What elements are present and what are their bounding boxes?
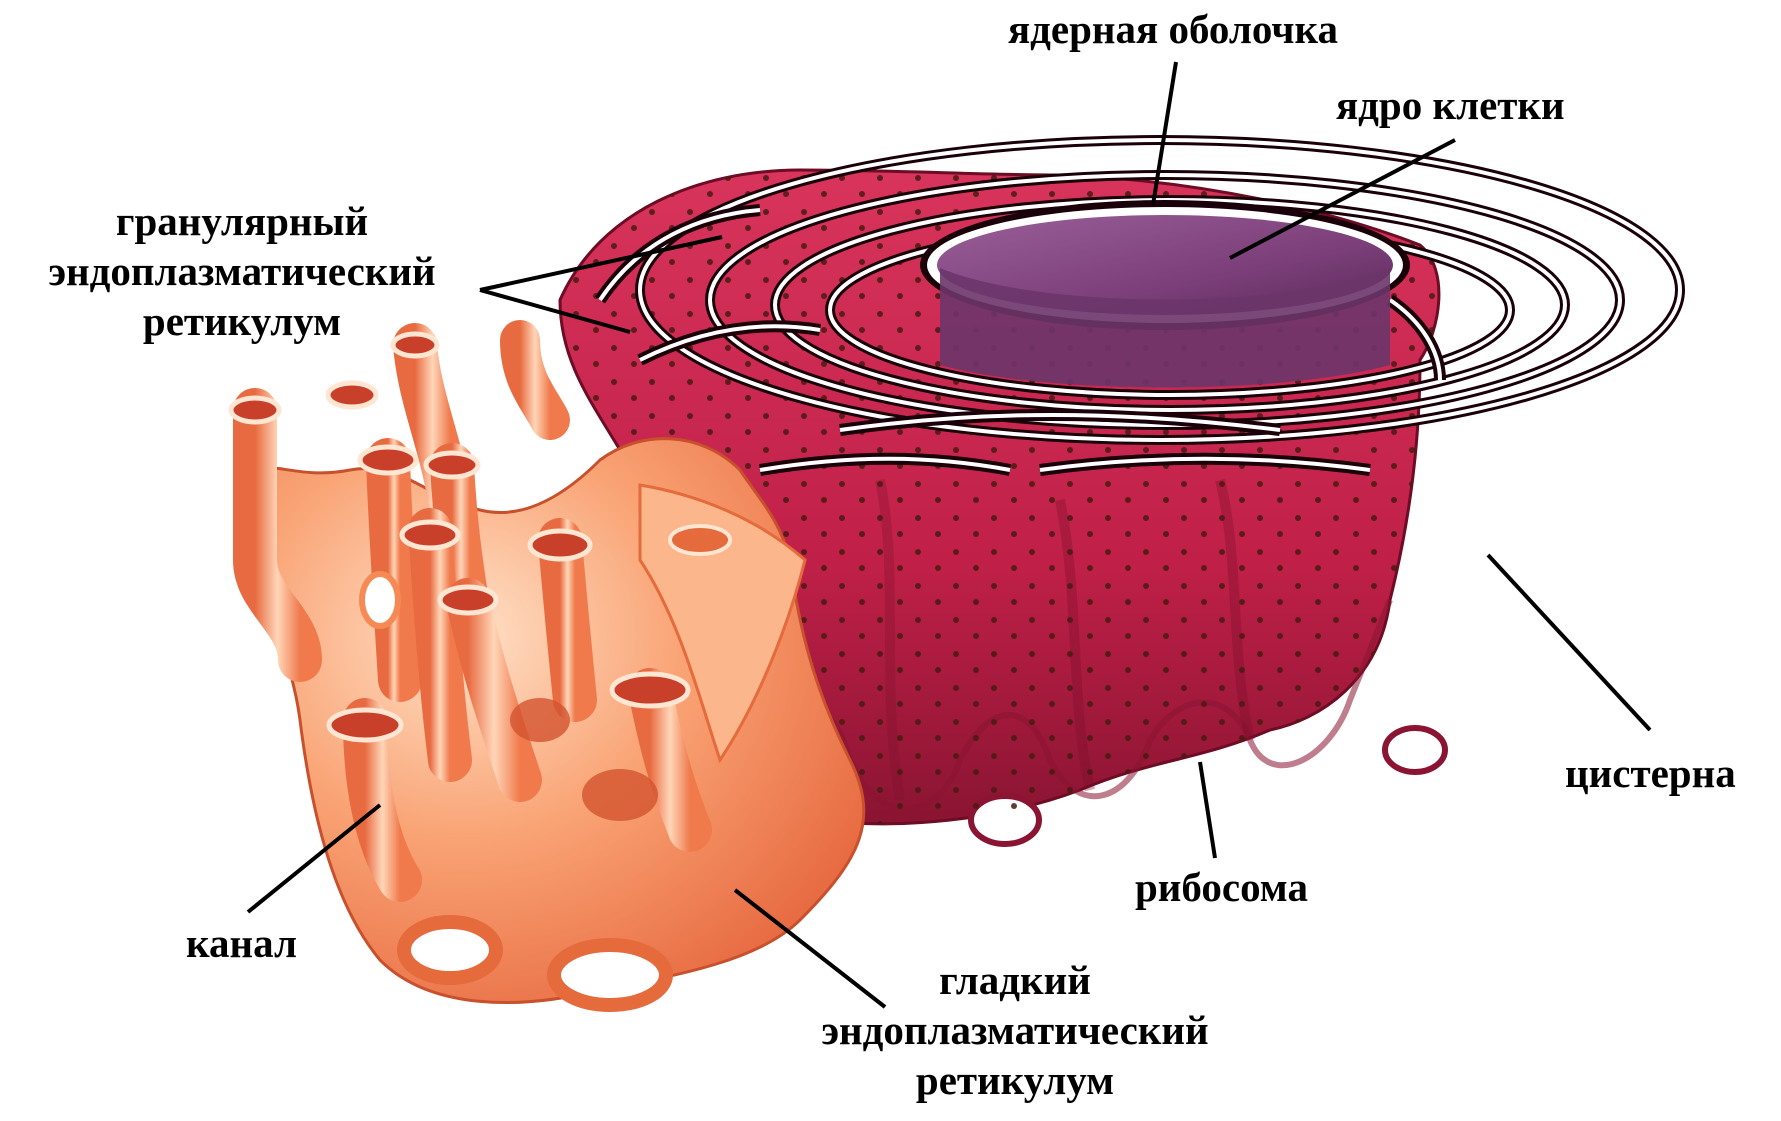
label-nucleus: ядро клетки <box>1336 80 1565 130</box>
label-smooth-er-line1: гладкий <box>785 955 1245 1005</box>
leader-cisterna <box>1488 555 1650 730</box>
label-smooth-er-line3: ретикулум <box>785 1055 1245 1105</box>
label-cisterna: цистерна <box>1565 748 1736 798</box>
label-channel: канал <box>186 918 297 968</box>
label-rough-er-line2: эндоплазматический <box>12 246 472 296</box>
label-rough-er: гранулярный эндоплазматический ретикулум <box>12 196 472 346</box>
label-nuclear-envelope: ядерная оболочка <box>1008 4 1338 54</box>
label-rough-er-line1: гранулярный <box>12 196 472 246</box>
leader-ribosome <box>1200 762 1215 858</box>
label-ribosome: рибосома <box>1135 862 1308 912</box>
label-smooth-er: гладкий эндоплазматический ретикулум <box>785 955 1245 1105</box>
nucleus <box>920 200 1410 388</box>
label-smooth-er-line2: эндоплазматический <box>785 1005 1245 1055</box>
label-rough-er-line3: ретикулум <box>12 296 472 346</box>
